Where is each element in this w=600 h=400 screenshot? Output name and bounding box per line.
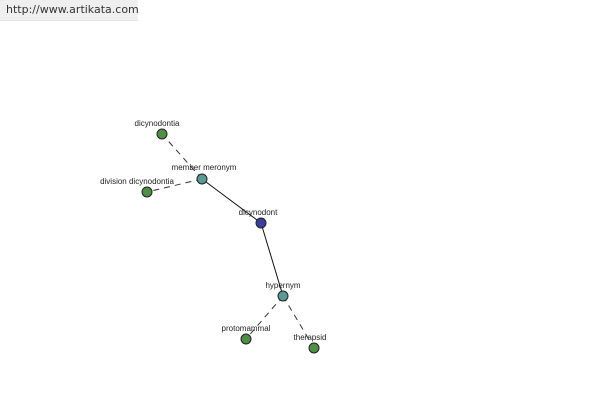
node-label-dicynodont[interactable]: dicynodont [239,208,278,217]
node-label-dicynodontia[interactable]: dicynodontia [135,119,180,128]
edge-member-meronym-to-dicynodont [201,178,262,224]
edge-member-meronym-to-division-dicynodontia [146,178,203,193]
url-banner[interactable]: http://www.artikata.com [0,0,139,21]
node-hypernym[interactable] [277,290,289,302]
node-label-protomammal[interactable]: protomammal [222,324,271,333]
node-division-dicynodontia[interactable] [141,186,153,198]
node-member-meronym[interactable] [196,173,208,185]
node-protomammal[interactable] [240,333,252,345]
node-therapsid[interactable] [308,342,320,354]
node-dicynodontia[interactable] [156,128,168,140]
node-dicynodont[interactable] [255,217,267,229]
node-label-division-dicynodontia[interactable]: division dicynodontia [100,177,174,186]
node-label-member-meronym[interactable]: member meronym [172,163,237,172]
labels-layer: dicynodontia member meronym division dicyn… [100,119,326,342]
edges-layer [146,133,315,349]
node-label-therapsid[interactable]: therapsid [294,333,327,342]
site-url-link[interactable]: http://www.artikata.com [6,3,139,16]
edge-dicynodont-to-hypernym [260,222,284,297]
edge-member-meronym-to-dicynodontia [161,133,203,180]
edge-hypernym-to-protomammal [245,295,284,340]
node-label-hypernym[interactable]: hypernym [265,281,300,290]
nodes-layer [141,128,320,354]
